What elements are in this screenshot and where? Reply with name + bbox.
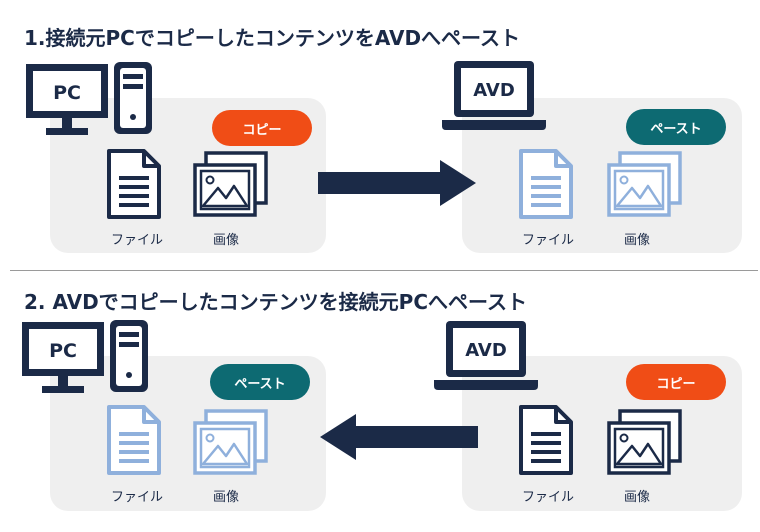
section2-avd-label: AVD xyxy=(465,340,507,361)
document-icon xyxy=(107,149,161,219)
images-icon xyxy=(607,151,682,217)
images-icon xyxy=(607,409,682,475)
section1-target-file-label: ファイル xyxy=(522,233,575,248)
laptop-icon: AVD xyxy=(434,321,538,390)
section1-target-image-label: 画像 xyxy=(624,233,651,248)
document-icon xyxy=(519,405,573,475)
section1-source-file-label: ファイル xyxy=(111,233,164,248)
tower-icon xyxy=(114,62,152,134)
section2-title: 2. AVDでコピーしたコンテンツを接続元PCへペースト xyxy=(24,290,528,314)
section2-left-file-label: ファイル xyxy=(111,490,164,505)
section2-left-image-label: 画像 xyxy=(213,490,240,505)
document-icon xyxy=(107,405,161,475)
images-icon xyxy=(193,151,268,217)
section1-title: 1.接続元PCでコピーしたコンテンツをAVDへペースト xyxy=(24,26,521,50)
tower-icon xyxy=(110,320,148,392)
arrow-right-icon xyxy=(318,160,476,206)
images-icon xyxy=(193,409,268,475)
section1-copy-badge: コピー xyxy=(212,110,312,146)
section1-avd-label: AVD xyxy=(473,80,515,101)
section2-pc-label: PC xyxy=(49,340,77,362)
arrow-left-icon xyxy=(320,414,478,460)
monitor-icon: PC xyxy=(26,64,108,135)
section1-paste-badge: ペースト xyxy=(626,109,726,145)
section2-right-file-label: ファイル xyxy=(522,490,575,505)
section1-source-image-label: 画像 xyxy=(213,233,240,248)
laptop-icon: AVD xyxy=(442,61,546,130)
section1-pc-label: PC xyxy=(53,82,81,104)
monitor-icon: PC xyxy=(22,322,104,393)
section-divider xyxy=(10,270,758,271)
section2-copy-badge: コピー xyxy=(626,364,726,400)
document-icon xyxy=(519,149,573,219)
section2-paste-badge: ペースト xyxy=(210,364,310,400)
section2-right-image-label: 画像 xyxy=(624,490,651,505)
